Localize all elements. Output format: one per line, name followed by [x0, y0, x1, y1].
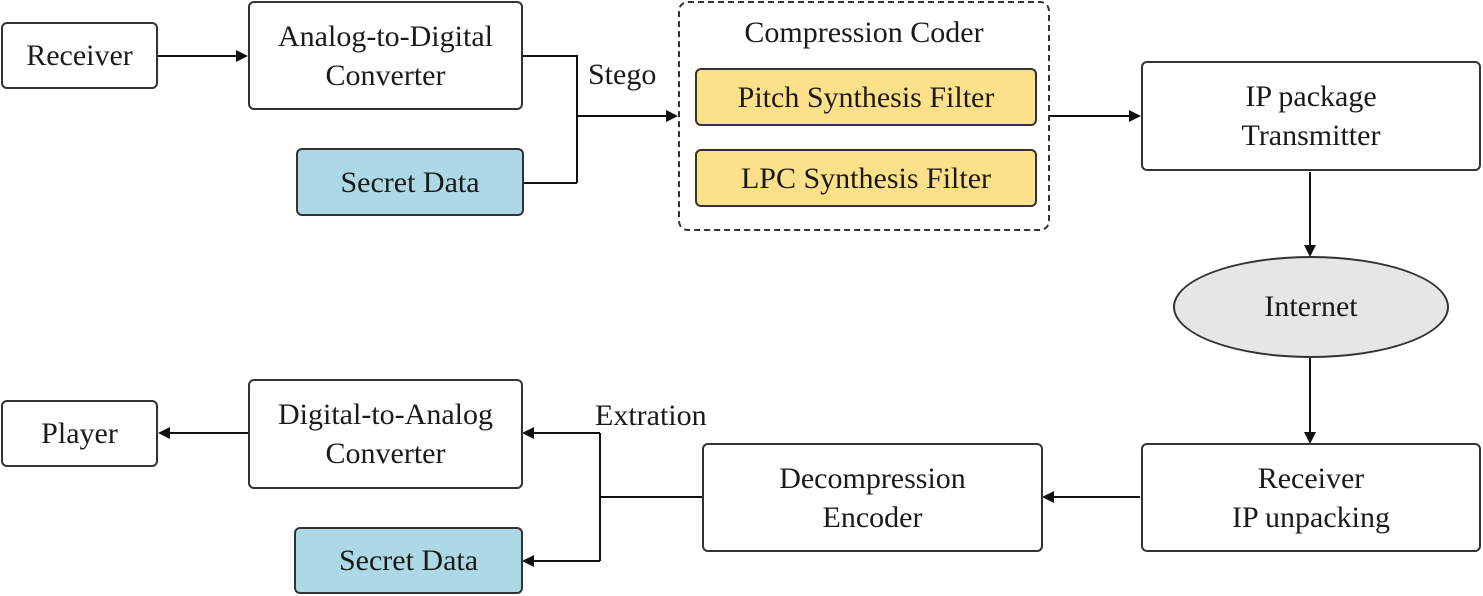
secret-data-top-node: Secret Data — [296, 148, 524, 216]
lpc-synthesis-filter-label: LPC Synthesis Filter — [740, 161, 992, 195]
receiver-top-node: Receiver — [1, 22, 158, 89]
ip-transmitter-label-line1: IP package — [1245, 80, 1377, 113]
adc-node: Analog-to-Digital Converter — [248, 1, 523, 110]
secret-data-bottom-label: Secret Data — [338, 544, 479, 577]
player-label: Player — [41, 417, 118, 450]
secret-data-bottom-node: Secret Data — [294, 527, 523, 594]
pitch-synthesis-filter-label: Pitch Synthesis Filter — [737, 80, 995, 114]
decompression-label-line1: Decompression — [779, 461, 966, 495]
adc-label-line2: Converter — [325, 58, 446, 92]
receiver-unpacking-node: Receiver IP unpacking — [1141, 443, 1481, 552]
dac-node: Digital-to-Analog Converter — [248, 379, 523, 489]
player-node: Player — [1, 400, 158, 467]
dac-label-line1: Digital-to-Analog — [278, 398, 493, 431]
decompression-label-line2: Encoder — [822, 500, 923, 534]
dac-label-line2: Converter — [325, 437, 446, 470]
extraction-label: Extration — [595, 399, 707, 432]
receiver-top-label: Receiver — [26, 39, 133, 72]
line-adc-to-merge — [522, 55, 578, 183]
stego-label: Stego — [588, 58, 657, 91]
decompression-encoder-node: Decompression Encoder — [702, 443, 1043, 552]
receiver-unpacking-label-line2: IP unpacking — [1231, 500, 1391, 534]
adc-label-line1: Analog-to-Digital — [278, 19, 493, 53]
compression-coder-group — [678, 1, 1050, 231]
receiver-unpacking-label-line1: Receiver — [1257, 461, 1365, 495]
ip-transmitter-label-line2: Transmitter — [1241, 119, 1381, 152]
internet-node: Internet — [1173, 256, 1449, 358]
compression-coder-title: Compression Coder — [744, 16, 984, 49]
secret-data-top-label: Secret Data — [340, 165, 480, 199]
pitch-synthesis-filter-node: Pitch Synthesis Filter — [695, 68, 1037, 126]
internet-label: Internet — [1264, 290, 1358, 323]
lpc-synthesis-filter-node: LPC Synthesis Filter — [695, 149, 1037, 207]
ip-transmitter-node: IP package Transmitter — [1141, 61, 1481, 171]
